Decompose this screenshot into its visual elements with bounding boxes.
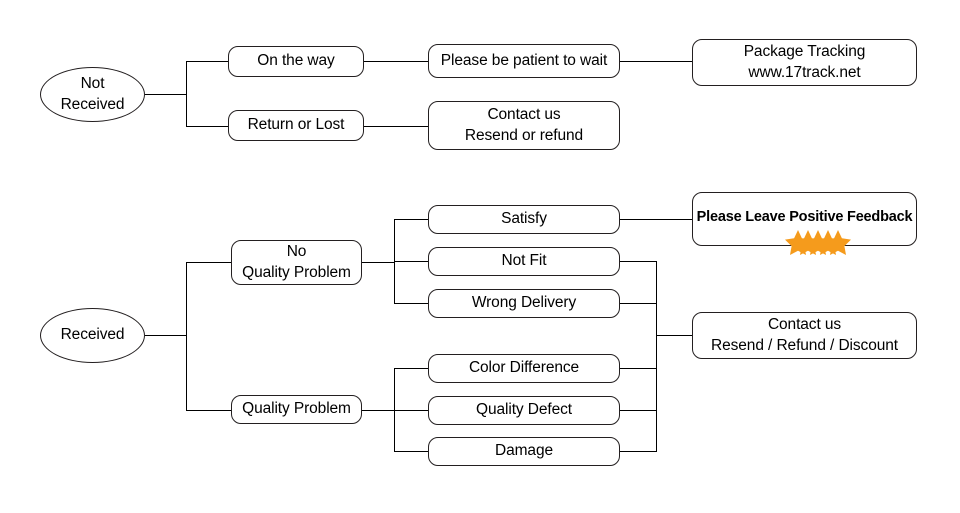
connector-received-stem	[145, 334, 187, 336]
node-damage-label: Damage	[495, 442, 553, 460]
node-not-received-line2: Received	[60, 95, 125, 113]
node-satisfy[interactable]: Satisfy	[428, 205, 620, 234]
node-positive-feedback[interactable]: Please Leave Positive Feedback	[692, 192, 917, 256]
node-not-fit-label: Not Fit	[501, 252, 547, 270]
connector-to-quality-defect	[394, 409, 428, 411]
node-return-or-lost[interactable]: Return or Lost	[228, 110, 364, 141]
node-please-be-patient-label: Please be patient to wait	[440, 51, 608, 69]
connector-to-satisfy	[394, 218, 428, 220]
connector-satisfy-to-feedback	[620, 218, 692, 220]
node-please-be-patient[interactable]: Please be patient to wait	[428, 44, 620, 78]
connector-to-return-or-lost	[186, 125, 228, 127]
connector-merge-trunk	[656, 261, 658, 451]
connector-to-damage	[394, 450, 428, 452]
connector-not-fit-to-merge	[620, 260, 657, 262]
node-damage[interactable]: Damage	[428, 437, 620, 466]
node-contact-us-resend-refund-discount-line1: Contact us	[767, 316, 842, 334]
node-quality-defect[interactable]: Quality Defect	[428, 396, 620, 425]
connector-to-wrong-delivery	[394, 302, 428, 304]
connector-to-color-difference	[394, 367, 428, 369]
connector-quality-defect-to-merge	[620, 409, 657, 411]
connector-to-not-fit	[394, 260, 428, 262]
node-not-fit[interactable]: Not Fit	[428, 247, 620, 276]
node-contact-us-resend-refund-line1: Contact us	[487, 106, 561, 124]
node-package-tracking[interactable]: Package Tracking www.17track.net	[692, 39, 917, 86]
connector-to-quality-problem	[186, 409, 231, 411]
node-package-tracking-line2: www.17track.net	[748, 63, 861, 81]
connector-not-received-stem	[145, 93, 187, 95]
node-wrong-delivery-label: Wrong Delivery	[471, 294, 577, 312]
node-quality-defect-label: Quality Defect	[476, 401, 572, 419]
node-not-received[interactable]: Not Received	[40, 67, 145, 122]
connector-return-lost-to-contact	[364, 125, 428, 127]
node-no-quality-problem-line2: Quality Problem	[242, 263, 351, 281]
node-quality-problem-label: Quality Problem	[242, 400, 351, 418]
node-color-difference[interactable]: Color Difference	[428, 354, 620, 383]
node-on-the-way[interactable]: On the way	[228, 46, 364, 77]
connector-to-no-quality-problem	[186, 261, 231, 263]
node-contact-us-resend-refund-discount-line2: Resend / Refund / Discount	[711, 336, 898, 354]
node-color-difference-label: Color Difference	[468, 359, 580, 377]
node-wrong-delivery[interactable]: Wrong Delivery	[428, 289, 620, 318]
node-on-the-way-label: On the way	[257, 52, 335, 70]
connector-damage-to-merge	[620, 450, 657, 452]
node-received-label: Received	[60, 326, 125, 344]
node-received[interactable]: Received	[40, 308, 145, 363]
node-no-quality-problem[interactable]: No Quality Problem	[231, 240, 362, 285]
node-satisfy-label: Satisfy	[501, 210, 547, 228]
node-quality-problem[interactable]: Quality Problem	[231, 395, 362, 424]
node-not-received-line1: Not	[80, 75, 105, 93]
connector-received-trunk	[186, 262, 188, 411]
connector-on-the-way-to-wait	[364, 60, 428, 62]
connector-no-quality-problem-stem	[362, 261, 395, 263]
node-positive-feedback-title: Please Leave Positive Feedback	[696, 208, 913, 225]
connector-wait-to-tracking	[620, 60, 692, 62]
node-package-tracking-line1: Package Tracking	[743, 43, 866, 61]
node-contact-us-resend-refund-discount[interactable]: Contact us Resend / Refund / Discount	[692, 312, 917, 359]
node-no-quality-problem-line1: No	[286, 243, 307, 261]
connector-merge-to-contact	[656, 334, 692, 336]
connector-to-on-the-way	[186, 60, 228, 62]
connector-quality-problem-stem	[362, 409, 395, 411]
connector-color-difference-to-merge	[620, 367, 657, 369]
node-return-or-lost-label: Return or Lost	[247, 116, 345, 134]
connector-wrong-delivery-to-merge	[620, 302, 657, 304]
node-contact-us-resend-refund-line2: Resend or refund	[464, 126, 584, 144]
connector-not-received-trunk	[186, 61, 188, 127]
node-contact-us-resend-refund[interactable]: Contact us Resend or refund	[428, 101, 620, 150]
